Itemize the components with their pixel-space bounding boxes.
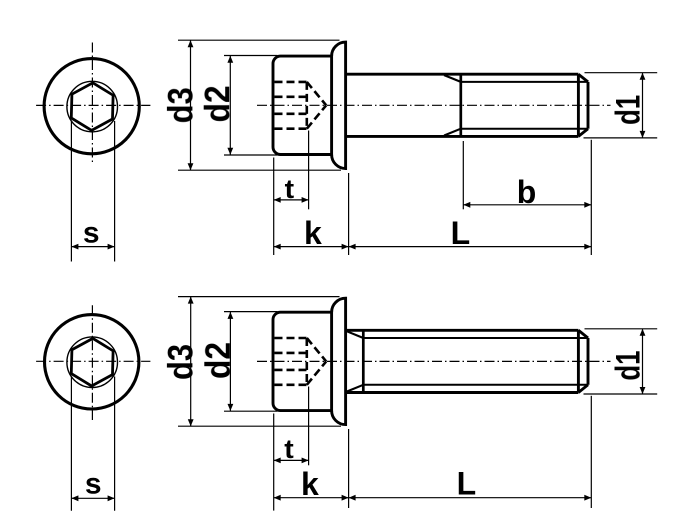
svg-text:k: k [301, 466, 319, 502]
svg-text:d1: d1 [610, 351, 648, 381]
svg-text:t: t [284, 434, 294, 464]
svg-text:k: k [304, 215, 322, 251]
svg-text:s: s [85, 468, 102, 501]
svg-text:d3: d3 [161, 87, 200, 123]
svg-text:L: L [451, 215, 471, 251]
svg-text:d1: d1 [610, 95, 648, 125]
svg-text:t: t [285, 174, 295, 204]
svg-text:L: L [457, 466, 477, 502]
svg-text:d2: d2 [198, 85, 237, 122]
svg-text:s: s [83, 216, 100, 249]
svg-text:b: b [517, 174, 537, 210]
svg-text:d2: d2 [199, 342, 238, 379]
svg-text:d3: d3 [161, 344, 200, 380]
